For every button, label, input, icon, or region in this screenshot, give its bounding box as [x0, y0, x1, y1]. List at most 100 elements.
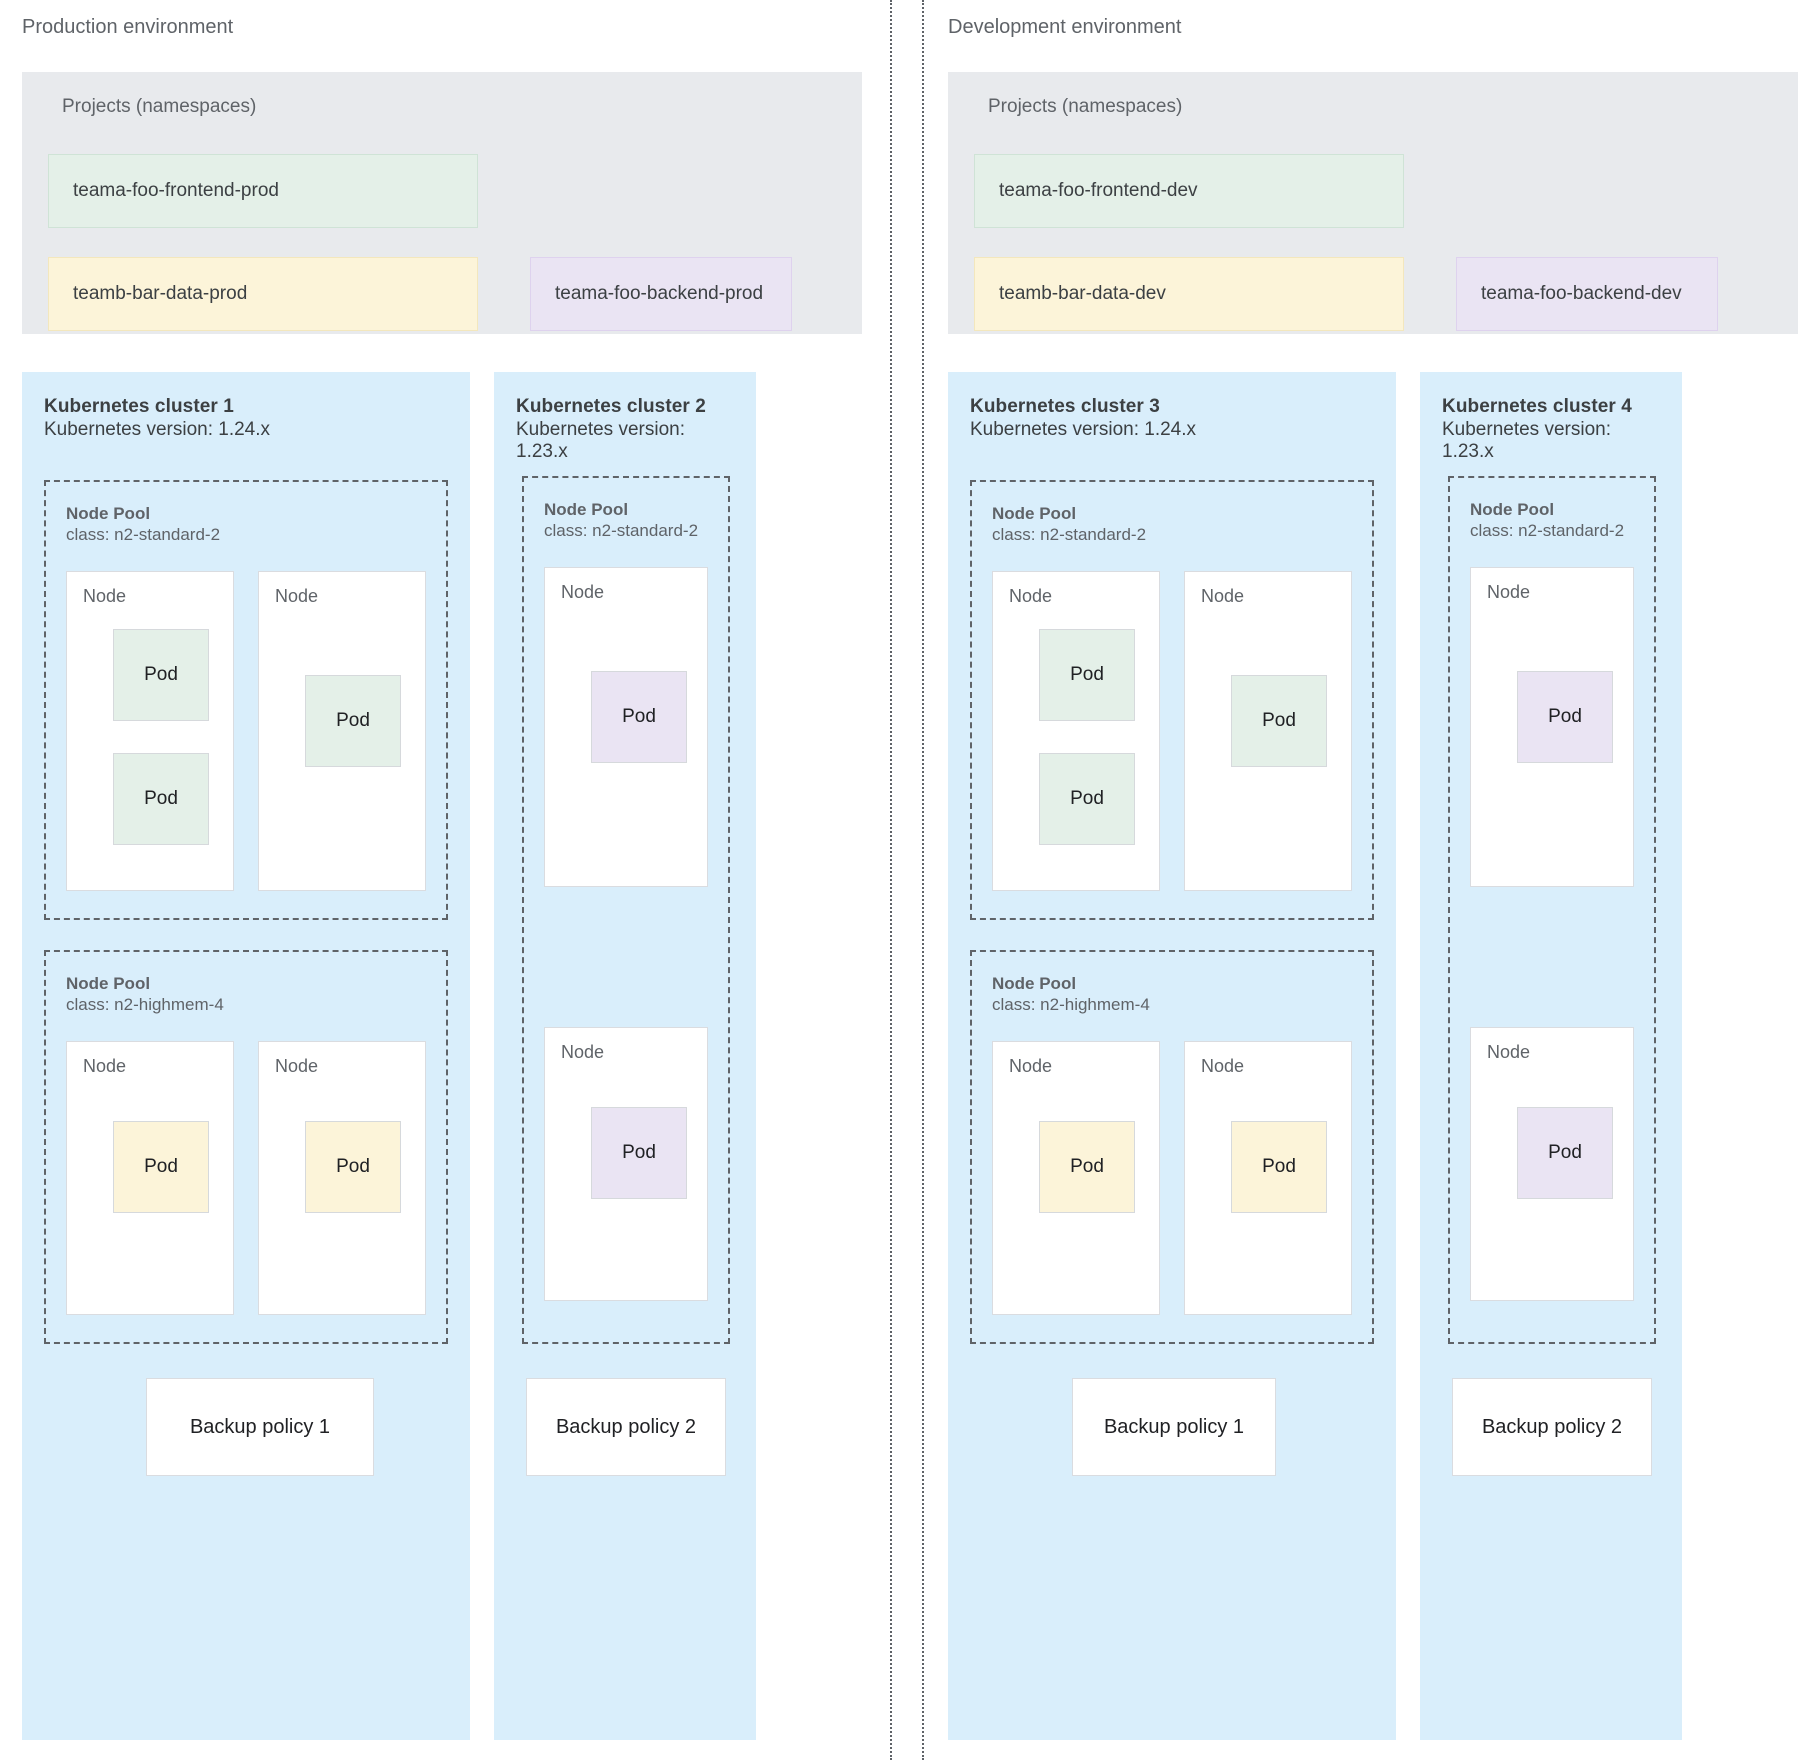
- node-label: Node: [1487, 582, 1531, 602]
- cluster-version-3: Kubernetes version: 1.24.x: [970, 419, 1197, 440]
- pod[interactable]: Pod: [1039, 753, 1135, 845]
- node-pool-4-1: Node Pool class: n2-standard-2 Node Pod …: [1448, 476, 1656, 1344]
- projects-panel-production: Projects (namespaces) teama-foo-frontend…: [22, 72, 862, 334]
- node[interactable]: Node Pod Pod: [66, 571, 234, 891]
- node[interactable]: Node Pod: [992, 1041, 1160, 1315]
- node-label: Node: [83, 1056, 127, 1076]
- pod[interactable]: Pod: [1231, 1121, 1327, 1213]
- cluster-name-1: Kubernetes cluster 1: [44, 396, 234, 417]
- node-row: Node Pod: [544, 1027, 708, 1301]
- node[interactable]: Node Pod: [1184, 1041, 1352, 1315]
- namespace-row-production-2: teamb-bar-data-prod teama-foo-backend-pr…: [48, 257, 792, 331]
- node-pool-title: Node Pool: [544, 500, 629, 519]
- namespace-box[interactable]: teama-foo-backend-prod: [530, 257, 792, 331]
- node-row: Node Pod: [544, 567, 708, 887]
- node-row: Node Pod: [1470, 567, 1634, 887]
- node-pool-1-1: Node Pool class: n2-standard-2 Node Pod …: [44, 480, 448, 920]
- node-pool-title: Node Pool: [992, 974, 1077, 993]
- node-pool-1-2: Node Pool class: n2-highmem-4 Node Pod N…: [44, 950, 448, 1344]
- namespace-box[interactable]: teama-foo-frontend-prod: [48, 154, 478, 228]
- pod[interactable]: Pod: [591, 1107, 687, 1199]
- cluster-version-1: Kubernetes version: 1.24.x: [44, 419, 271, 440]
- backup-policy-box[interactable]: Backup policy 2: [1452, 1378, 1652, 1476]
- pod[interactable]: Pod: [305, 675, 401, 767]
- namespace-row-development-2: teamb-bar-data-dev teama-foo-backend-dev: [974, 257, 1718, 331]
- node[interactable]: Node Pod: [1184, 571, 1352, 891]
- node[interactable]: Node Pod: [258, 1041, 426, 1315]
- cluster-version-2: Kubernetes version: 1.23.x: [516, 419, 685, 462]
- backup-policy-box[interactable]: Backup policy 1: [1072, 1378, 1276, 1476]
- pod[interactable]: Pod: [1231, 675, 1327, 767]
- node-row: Node Pod Node Pod: [66, 1041, 426, 1315]
- node-label: Node: [275, 586, 319, 606]
- environment-development: Development environment Projects (namesp…: [922, 0, 1800, 1760]
- node-pool-title: Node Pool: [66, 974, 151, 993]
- environment-production: Production environment Projects (namespa…: [0, 0, 890, 1760]
- node[interactable]: Node Pod: [544, 567, 708, 887]
- namespace-row-development-1: teama-foo-frontend-dev: [974, 154, 1404, 228]
- node-pool-class: class: n2-standard-2: [544, 521, 699, 540]
- cluster-version-4: Kubernetes version: 1.23.x: [1442, 419, 1611, 462]
- node-pool-title: Node Pool: [992, 504, 1077, 523]
- environment-title-development: Development environment: [948, 16, 1182, 38]
- node-label: Node: [275, 1056, 319, 1076]
- node[interactable]: Node Pod: [258, 571, 426, 891]
- pod[interactable]: Pod: [305, 1121, 401, 1213]
- clusters-development: Kubernetes cluster 3 Kubernetes version:…: [948, 372, 1682, 1740]
- pod[interactable]: Pod: [591, 671, 687, 763]
- cluster-panel-1[interactable]: Kubernetes cluster 1 Kubernetes version:…: [22, 372, 470, 1740]
- node-label: Node: [83, 586, 127, 606]
- node[interactable]: Node Pod: [1470, 1027, 1634, 1301]
- namespace-box[interactable]: teamb-bar-data-prod: [48, 257, 478, 331]
- pod[interactable]: Pod: [1517, 671, 1613, 763]
- pod[interactable]: Pod: [113, 753, 209, 845]
- node-label: Node: [561, 1042, 605, 1062]
- node-pool-class: class: n2-standard-2: [66, 525, 221, 544]
- pod[interactable]: Pod: [113, 1121, 209, 1213]
- node-row: Node Pod Pod Node Pod: [66, 571, 426, 891]
- node-label: Node: [1201, 586, 1245, 606]
- cluster-panel-4[interactable]: Kubernetes cluster 4 Kubernetes version:…: [1420, 372, 1682, 1740]
- cluster-name-3: Kubernetes cluster 3: [970, 396, 1160, 417]
- node-pool-title: Node Pool: [66, 504, 151, 523]
- node-label: Node: [1487, 1042, 1531, 1062]
- node-pool-class: class: n2-highmem-4: [66, 995, 224, 1014]
- environment-divider-line-2: [922, 0, 924, 1760]
- node-pool-3-2: Node Pool class: n2-highmem-4 Node Pod N…: [970, 950, 1374, 1344]
- pod[interactable]: Pod: [1039, 1121, 1135, 1213]
- projects-heading-development: Projects (namespaces): [988, 96, 1183, 117]
- node[interactable]: Node Pod Pod: [992, 571, 1160, 891]
- node-row: Node Pod: [1470, 1027, 1634, 1301]
- cluster-name-4: Kubernetes cluster 4: [1442, 396, 1632, 417]
- node-pool-class: class: n2-standard-2: [1470, 521, 1625, 540]
- backup-policy-box[interactable]: Backup policy 2: [526, 1378, 726, 1476]
- cluster-panel-2[interactable]: Kubernetes cluster 2 Kubernetes version:…: [494, 372, 756, 1740]
- clusters-production: Kubernetes cluster 1 Kubernetes version:…: [22, 372, 756, 1740]
- node-pool-2-1: Node Pool class: n2-standard-2 Node Pod …: [522, 476, 730, 1344]
- node-label: Node: [561, 582, 605, 602]
- node[interactable]: Node Pod: [66, 1041, 234, 1315]
- projects-heading-production: Projects (namespaces): [62, 96, 257, 117]
- environment-title-production: Production environment: [22, 16, 234, 38]
- projects-panel-development: Projects (namespaces) teama-foo-frontend…: [948, 72, 1798, 334]
- namespace-box[interactable]: teama-foo-frontend-dev: [974, 154, 1404, 228]
- pod[interactable]: Pod: [1517, 1107, 1613, 1199]
- backup-policy-box[interactable]: Backup policy 1: [146, 1378, 374, 1476]
- pod[interactable]: Pod: [113, 629, 209, 721]
- cluster-panel-3[interactable]: Kubernetes cluster 3 Kubernetes version:…: [948, 372, 1396, 1740]
- node-pool-class: class: n2-standard-2: [992, 525, 1147, 544]
- namespace-row-production-1: teama-foo-frontend-prod: [48, 154, 478, 228]
- pod[interactable]: Pod: [1039, 629, 1135, 721]
- namespace-box[interactable]: teama-foo-backend-dev: [1456, 257, 1718, 331]
- node-label: Node: [1009, 586, 1053, 606]
- node-pool-title: Node Pool: [1470, 500, 1555, 519]
- node-pool-class: class: n2-highmem-4: [992, 995, 1150, 1014]
- namespace-box[interactable]: teamb-bar-data-dev: [974, 257, 1404, 331]
- node-pool-3-1: Node Pool class: n2-standard-2 Node Pod …: [970, 480, 1374, 920]
- node[interactable]: Node Pod: [1470, 567, 1634, 887]
- cluster-name-2: Kubernetes cluster 2: [516, 396, 706, 417]
- node-row: Node Pod Node Pod: [992, 1041, 1352, 1315]
- node-label: Node: [1201, 1056, 1245, 1076]
- node[interactable]: Node Pod: [544, 1027, 708, 1301]
